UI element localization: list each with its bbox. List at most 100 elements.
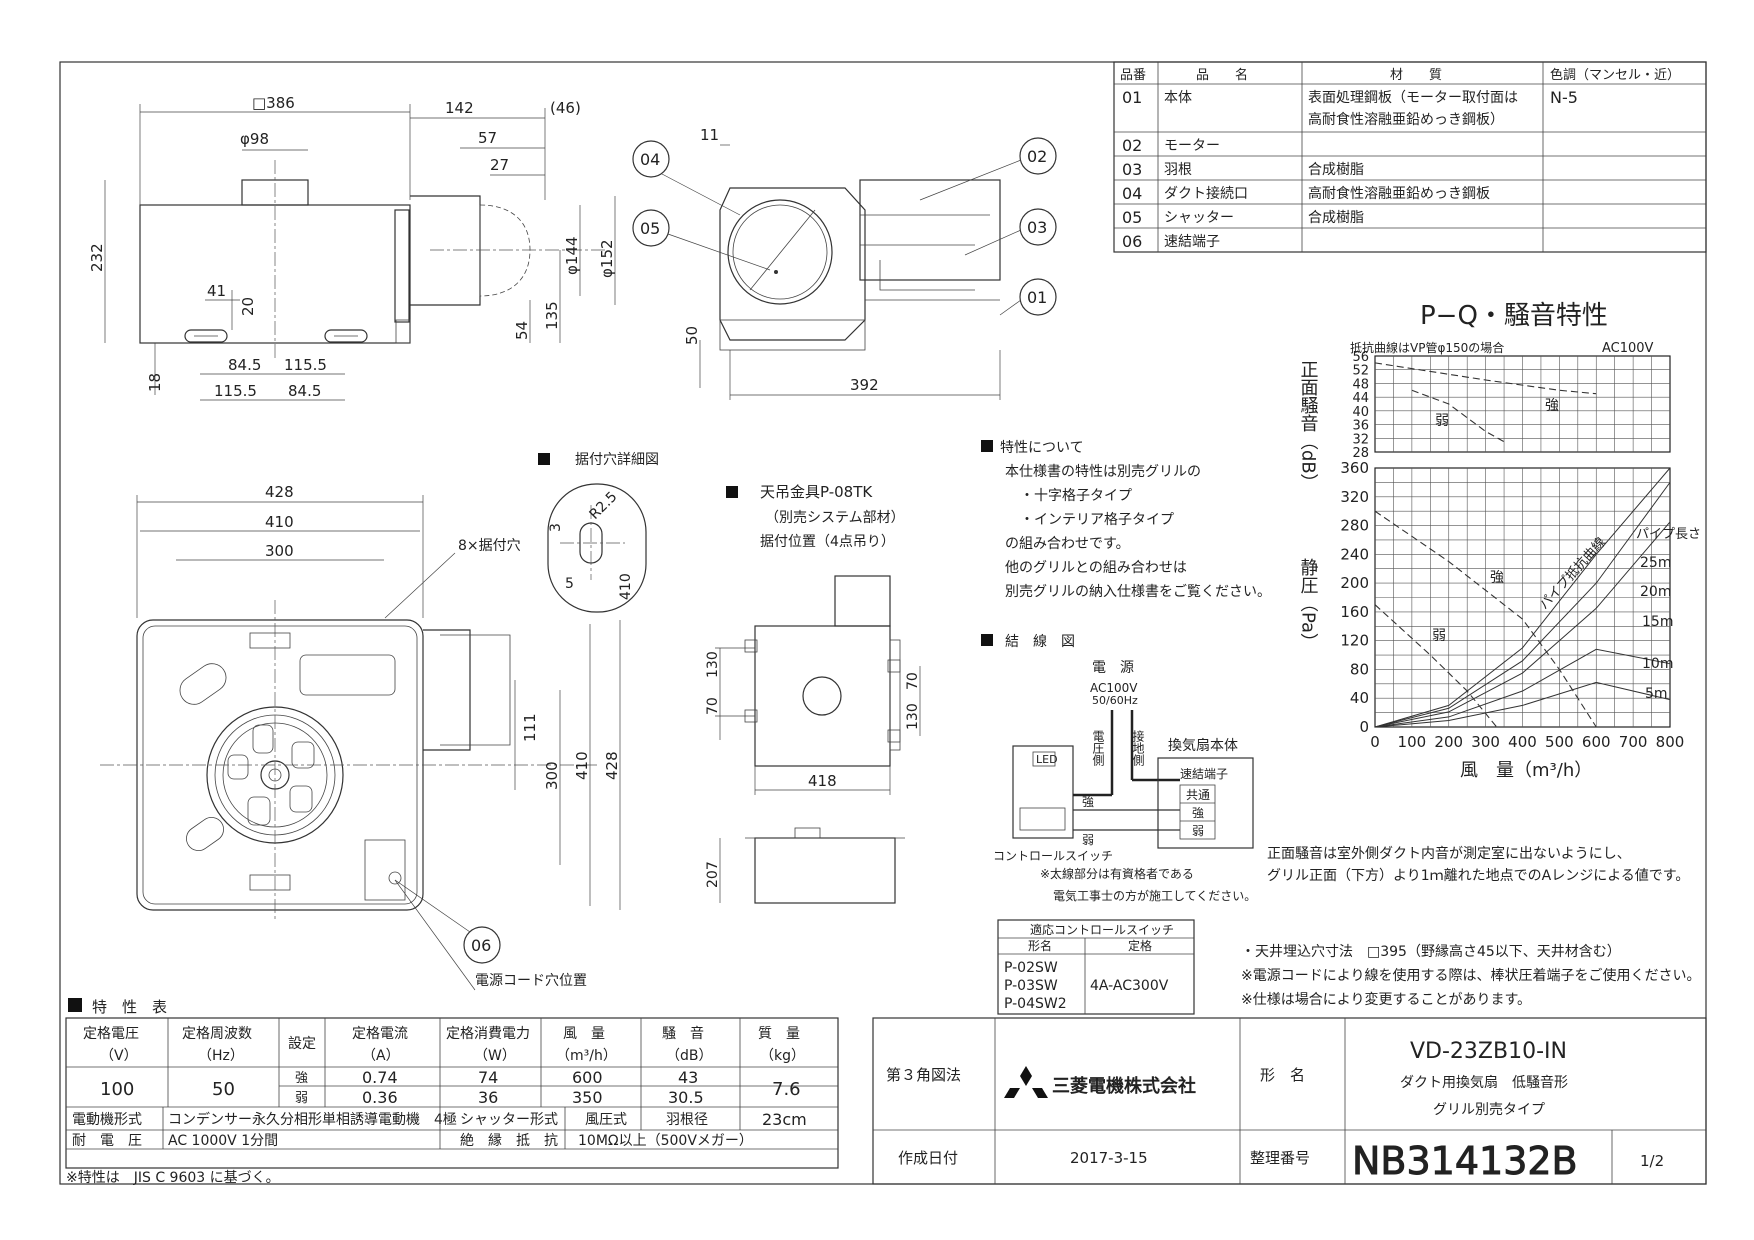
mount-detail-title: 据付穴詳細図 [575, 452, 659, 468]
pipe-length-label: パイプ長さ [1636, 527, 1701, 542]
series-label: 強 [1545, 398, 1559, 414]
y-tick-label: 40 [1352, 405, 1369, 420]
y-tick-label: 120 [1340, 632, 1369, 650]
title-block: 第３角図法 三菱電機株式会社 形 名 VD-23ZB10-IN ダクト用換気扇 … [872, 1017, 1707, 1185]
y-tick-label: 320 [1340, 488, 1369, 506]
y-tick-label: 28 [1352, 446, 1369, 461]
bracket-dim-70a: 70 [705, 697, 721, 715]
series-line-0 [1374, 362, 1597, 395]
dim-144: φ144 [563, 236, 581, 275]
spec-withstand-label: 耐 電 圧 [72, 1133, 142, 1149]
notes-line: 本仕様書の特性は別売グリルの [1005, 464, 1201, 480]
y-tick-label: 200 [1340, 574, 1369, 592]
bottom-dim-410: 410 [265, 513, 294, 531]
switch-model: P-03SW [1004, 978, 1058, 994]
notes-line: 別売グリルの納入仕様書をご覧ください。 [1005, 583, 1271, 600]
series-line-5 [1374, 648, 1671, 728]
spec-blade: 23cm [762, 1110, 807, 1129]
mitsubishi-logo [1004, 1066, 1048, 1098]
y-tick-label: 360 [1340, 459, 1369, 477]
wiring-switch: コントロールスイッチ [993, 849, 1113, 863]
callout-01: 01 [1027, 288, 1047, 307]
company-name: 三菱電機株式会社 [1052, 1075, 1196, 1097]
notes-title: 特性について [1000, 440, 1084, 456]
resistance-curve-label: パイプ抵抗曲線 [1536, 534, 1609, 612]
x-tick-label: 300 [1471, 733, 1500, 751]
spec-insulation-label: 絶 縁 抵 抗 [460, 1133, 558, 1149]
ceiling-bracket-view: 天吊金具P-08TK （別売システム部材） 据付位置（4点吊り） 70 130 … [705, 483, 921, 904]
bottom-view: 428 410 300 8×据付穴 111 300 410 428 06 電源コ… [100, 483, 621, 991]
wiring-live-side: 電圧側 [1091, 730, 1105, 766]
spec-header: （W） [474, 1048, 516, 1064]
spec-airflow: 600 [572, 1068, 603, 1087]
part-name: モーター [1164, 138, 1220, 154]
part-name: 羽根 [1164, 162, 1192, 178]
series-label: 10m [1642, 656, 1673, 672]
notes-line: の組み合わせです。 [1005, 536, 1130, 552]
wiring-weak: 弱 [1192, 824, 1204, 838]
series-label: 20m [1640, 584, 1671, 600]
wiring-diagram: 結 線 図 電 源 AC100V 50/60Hz 電圧側 接地側 LED 強 弱… [981, 634, 1256, 903]
spec-footnote: ※特性は JIS C 9603 に基づく。 [66, 1169, 280, 1186]
airflow-axis-label: 風 量（m³/h） [1460, 760, 1592, 781]
callout-04: 04 [640, 150, 660, 169]
y-tick-label: 240 [1340, 545, 1369, 563]
bracket-title: 天吊金具P-08TK [760, 483, 873, 501]
switch-col-rating: 定格 [1128, 938, 1152, 953]
spec-header: （Hz） [198, 1048, 244, 1064]
spec-title: 特 性 表 [92, 998, 167, 1016]
dim-115-5: 115.5 [214, 382, 257, 400]
cord-hole-label: 電源コード穴位置 [475, 973, 587, 989]
callout-06: 06 [471, 936, 491, 955]
spec-header: （m³/h） [556, 1048, 617, 1064]
install-note: ・天井埋込穴寸法 □395（野縁高さ45以下、天井材含む） [1241, 943, 1621, 960]
spec-header: 風 量 [563, 1026, 605, 1042]
spec-setting: 弱 [295, 1091, 308, 1106]
part-no: 02 [1122, 136, 1142, 155]
wiring-led: LED [1036, 753, 1058, 766]
spec-header: （dB） [666, 1048, 713, 1064]
dim-392: 392 [850, 376, 879, 394]
noise-axis-label: 正面騒音（dB） [1298, 360, 1319, 492]
part-material: 合成樹脂 [1308, 162, 1364, 178]
bottom-dim-410v: 410 [573, 751, 591, 780]
mount-dim-5: 5 [565, 576, 574, 592]
bottom-dim-428: 428 [265, 483, 294, 501]
pq-chart: P−Q・騒音特性 抵抗曲線はVP管φ150の場合 AC100V 正面騒音（dB）… [1298, 301, 1702, 781]
creation-date: 2017-3-15 [1070, 1149, 1148, 1167]
bottom-dim-300v: 300 [543, 761, 561, 790]
mount-dim-410: 410 [618, 573, 634, 600]
bracket-dim-418: 418 [808, 772, 837, 790]
spec-header: 質 量 [758, 1026, 800, 1042]
dim-50: 50 [683, 326, 701, 345]
page-number: 1/2 [1640, 1152, 1664, 1170]
section-marker [981, 440, 993, 452]
spec-header: （kg） [760, 1048, 805, 1064]
part-name: シャッター [1164, 210, 1234, 226]
y-tick-label: 0 [1359, 718, 1369, 736]
series-label: 弱 [1435, 413, 1449, 429]
spec-motor: コンデンサー永久分相形単相誘導電動機 4極 [168, 1111, 457, 1128]
series-line-1 [1411, 389, 1505, 443]
switch-col-model: 形名 [1028, 938, 1052, 953]
spec-header: 定格消費電力 [446, 1026, 530, 1042]
spec-current: 0.36 [362, 1088, 398, 1107]
noise-note-line1: 正面騒音は室外側ダクト内音が測定室に出ないようにし、 [1267, 845, 1631, 862]
spec-motor-label: 電動機形式 [72, 1112, 142, 1128]
wiring-note1: ※太線部分は有資格者である [1040, 866, 1194, 881]
parts-header-name: 品 名 [1196, 67, 1248, 83]
dim-98: φ98 [240, 130, 269, 148]
series-label: 弱 [1432, 628, 1446, 644]
part-material: 高耐食性溶融亜鉛めっき鋼板 [1308, 185, 1490, 202]
spec-header: 騒 音 [662, 1025, 704, 1042]
dim-46: (46) [550, 99, 581, 117]
switch-rating: 4A-AC300V [1090, 978, 1169, 994]
dim-84-5: 84.5 [288, 382, 321, 400]
notes-line: 他のグリルとの組み合わせは [1005, 560, 1187, 576]
part-name: 本体 [1164, 90, 1192, 106]
mount-hole-detail: 据付穴詳細図 3 R2.5 5 410 [538, 452, 659, 613]
parts-header-material: 材 質 [1390, 68, 1442, 83]
bracket-dim-207: 207 [705, 861, 721, 888]
series-line-0 [1374, 510, 1597, 728]
